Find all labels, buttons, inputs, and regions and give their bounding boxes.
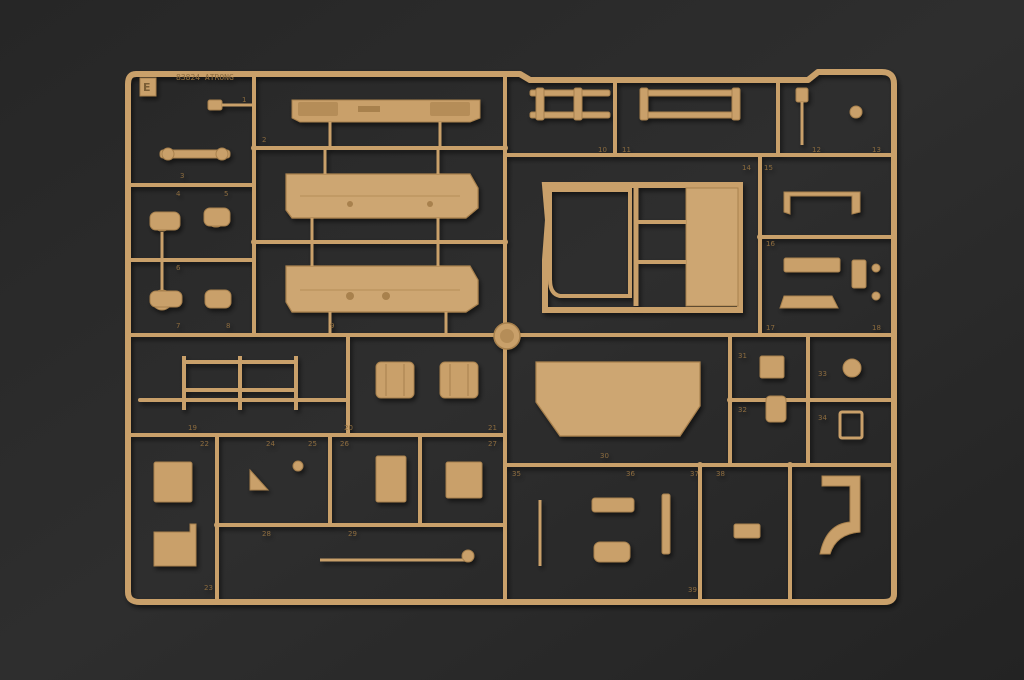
part-bumper	[291, 99, 481, 148]
part-number: 30	[600, 452, 609, 460]
part-number: 32	[738, 406, 747, 414]
part-number: 13	[872, 146, 881, 154]
part-number: 22	[200, 440, 209, 448]
part-number: 11	[622, 146, 631, 154]
part-number: 7	[176, 322, 180, 330]
part-number: 1	[242, 96, 246, 104]
part-number: 12	[812, 146, 821, 154]
part-side-panel-upper	[285, 173, 479, 219]
part-number: 16	[766, 240, 775, 248]
sprue-frame	[125, 69, 897, 605]
part-number: 23	[204, 584, 213, 592]
part-number: 28	[262, 530, 271, 538]
part-cab-frame	[541, 182, 743, 313]
part-number: 33	[818, 370, 827, 378]
part-number: 38	[716, 470, 725, 478]
part-number: 25	[308, 440, 317, 448]
part-number: 26	[340, 440, 349, 448]
sprue-tree: 1 2 3 4 5 6 7 8 9 10 11 12 13 14 15 16 1…	[125, 69, 897, 605]
part-number: 2	[262, 136, 266, 144]
part-number: 15	[764, 164, 773, 172]
part-number: 4	[176, 190, 181, 198]
parts-top-left	[149, 99, 254, 311]
parts-bottom-right	[538, 475, 861, 566]
part-number: 17	[766, 324, 775, 332]
parts-bottom-left	[153, 455, 483, 567]
part-floor-plate	[535, 361, 701, 437]
sprue-marking: 83824 ATRONG	[176, 73, 234, 82]
part-ladder-frame	[182, 356, 298, 410]
part-number: 8	[226, 322, 230, 330]
panel-gates	[310, 148, 448, 335]
part-number: 36	[626, 470, 635, 478]
part-number: 14	[742, 164, 751, 172]
part-number: 20	[344, 424, 353, 432]
part-side-panel-lower	[285, 265, 479, 313]
part-number: 6	[176, 264, 181, 272]
part-number-tags: 1 2 3 4 5 6 7 8 9 10 11 12 13 14 15 16 1…	[176, 96, 881, 594]
parts-seats	[375, 361, 479, 399]
parts-right-lower	[759, 355, 864, 440]
part-number: 39	[688, 586, 697, 594]
part-number: 34	[818, 414, 827, 422]
gate-nubs	[214, 145, 811, 528]
part-number: 21	[488, 424, 497, 432]
part-number: 31	[738, 352, 747, 360]
part-number: 29	[348, 530, 357, 538]
parts-top-right	[529, 87, 863, 145]
part-number: 24	[266, 440, 275, 448]
part-number: 27	[488, 440, 497, 448]
part-number: 37	[690, 470, 699, 478]
central-hub	[493, 322, 521, 350]
part-number: 18	[872, 324, 881, 332]
part-number: 3	[180, 172, 184, 180]
sprue-letter: E	[143, 81, 151, 94]
part-number: 10	[598, 146, 607, 154]
part-number: 5	[224, 190, 228, 198]
sprue-letter-tag	[139, 77, 157, 97]
parts-right-mid	[779, 191, 881, 309]
part-number: 9	[330, 322, 334, 330]
part-number: 35	[512, 470, 521, 478]
part-number: 19	[188, 424, 197, 432]
